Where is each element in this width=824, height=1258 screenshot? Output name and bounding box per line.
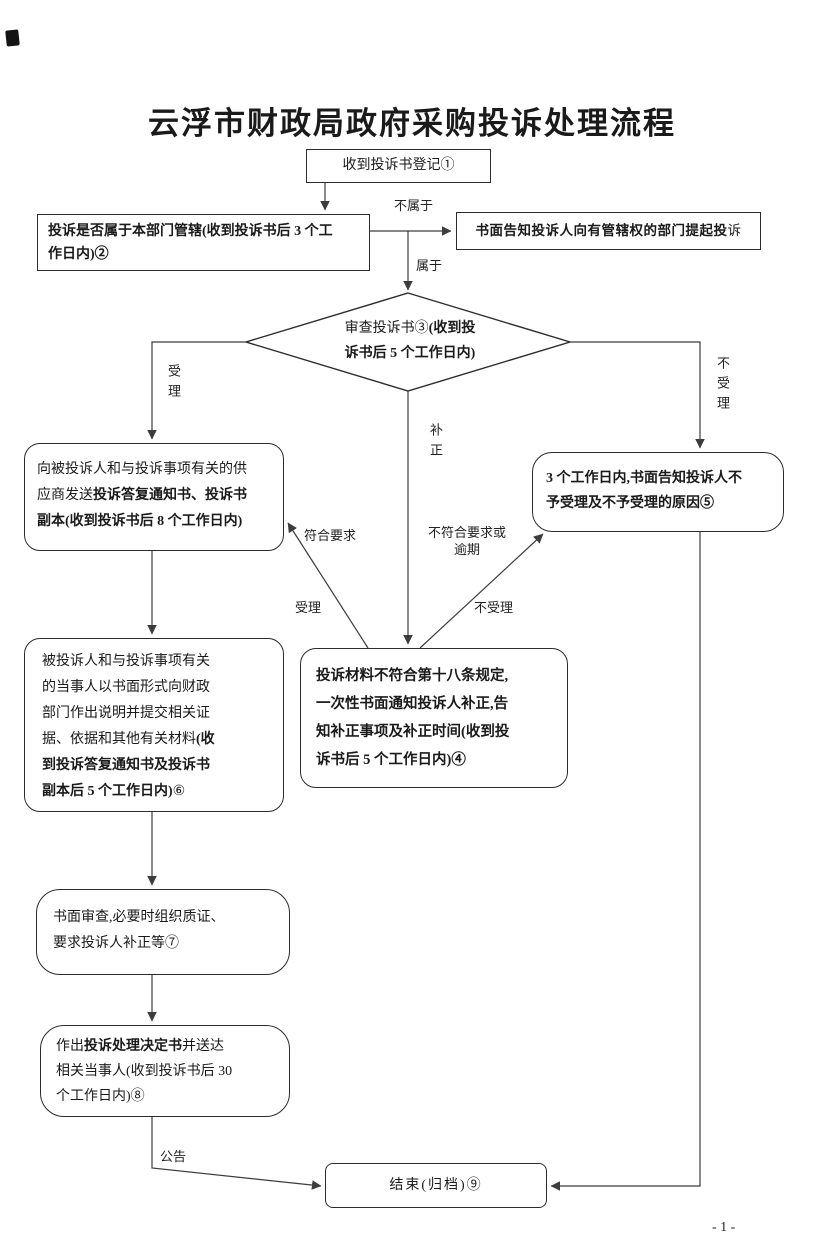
- edge-label-reject: 不受理: [474, 600, 514, 615]
- connector-reject-to-end: [550, 532, 701, 1191]
- node-end: 结束(归档)⑨: [325, 1163, 547, 1208]
- node-send-reply-notice: 向被投诉人和与投诉事项有关的供应商发送投诉答复通知书、投诉书副本(收到投诉书后 …: [24, 443, 284, 551]
- node-supplement-notice: 投诉材料不符合第十八条规定,一次性书面通知投诉人补正,告知补正事项及补正时间(收…: [300, 648, 568, 788]
- edge-label-accept: 受理: [295, 600, 322, 615]
- edge-label-reject-vertical: 不受理: [715, 356, 730, 416]
- node-written-review: 书面审查,必要时组织质证、要求投诉人补正等⑦: [36, 889, 290, 975]
- edge-label-not-within: 不属于: [394, 198, 434, 213]
- node-notify-other-dept: 书面告知投诉人向有管辖权的部门提起投诉: [456, 212, 761, 250]
- edge-label-accept-vertical: 受理: [166, 364, 181, 404]
- connector-supplement-to-reject: [419, 533, 544, 649]
- page-title: 云浮市财政局政府采购投诉处理流程: [148, 106, 676, 141]
- edge-label-not-meets-requirements: 不符合要求或逾期: [427, 525, 506, 557]
- node-reject-notice: 3 个工作日内,书面告知投诉人不予受理及不予受理的原因⑤: [532, 452, 784, 532]
- edge-label-meets-requirements: 符合要求: [304, 528, 357, 543]
- connector-diamond-to-reject: [570, 341, 705, 449]
- connector-supplement-to-sendreply: [287, 522, 369, 649]
- connector-diamond-to-send-reply: [147, 341, 246, 440]
- node-respondent-submit: 被投诉人和与投诉事项有关的当事人以书面形式向财政部门作出说明并提交相关证据、依据…: [24, 638, 284, 812]
- node-jurisdiction-check: 投诉是否属于本部门管辖(收到投诉书后 3 个工作日内)②: [37, 214, 370, 271]
- edge-label-supplement-vertical: 补正: [428, 423, 443, 463]
- node-register: 收到投诉书登记①: [306, 149, 491, 183]
- edge-label-within: 属于: [416, 258, 443, 273]
- edge-label-announce: 公告: [160, 1149, 187, 1164]
- page-number: - 1 -: [712, 1220, 736, 1235]
- node-review-diamond-text: 审查投诉书③(收到投诉书后 5 个工作日内): [344, 321, 476, 361]
- connector-decision-to-end: [151, 1117, 322, 1190]
